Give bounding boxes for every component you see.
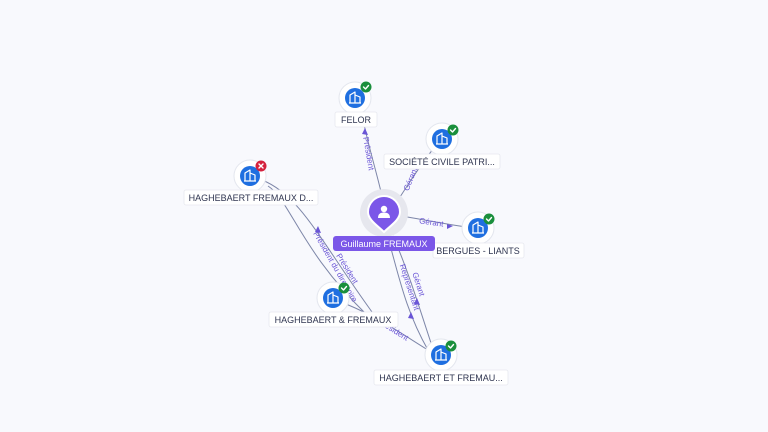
building-icon: [435, 348, 447, 361]
building-icon: [472, 221, 484, 234]
edge-person-bergues: [401, 215, 467, 228]
status-active-icon: [338, 282, 350, 294]
company-label-bergues: BERGUES - LIANTS: [436, 246, 520, 256]
status-active-icon: [445, 340, 457, 352]
building-icon: [436, 132, 448, 145]
status-closed-icon: [255, 160, 267, 172]
edge-arrow-hfd-hf: [315, 226, 321, 233]
edge-hfd-hf-president: [261, 179, 373, 313]
status-active-icon: [360, 81, 372, 93]
status-active-icon: [447, 124, 459, 136]
company-label-hf: HAGHEBAERT & FREMAUX: [275, 315, 392, 325]
company-node-felor[interactable]: FELOR: [334, 81, 378, 128]
company-label-scp: SOCIÉTÉ CIVILE PATRI...: [389, 157, 495, 167]
company-label-hetf: HAGHEBAERT ET FREMAU...: [379, 373, 503, 383]
company-node-hetf[interactable]: HAGHEBAERT ET FREMAU...: [373, 338, 509, 386]
building-icon: [244, 169, 256, 182]
edge-arrow-hetf-gerant: [414, 298, 420, 305]
edge-arrow-hetf-rep: [408, 312, 414, 319]
edge-label-felor: Président: [361, 136, 376, 172]
person-icon: [378, 205, 390, 218]
edge-arrow-bergues: [447, 224, 453, 229]
company-node-scp[interactable]: SOCIÉTÉ CIVILE PATRI...: [383, 122, 501, 170]
status-active-icon: [483, 213, 495, 225]
company-label-hfd: HAGHEBAERT FREMAUX D...: [189, 193, 314, 203]
edge-label-bergues: Gérant: [419, 216, 445, 228]
company-label-felor: FELOR: [341, 115, 372, 125]
edge-arrow-felor: [362, 128, 368, 135]
person-name: Guillaume FREMAUX: [340, 239, 427, 249]
company-node-hf[interactable]: HAGHEBAERT & FREMAUX: [268, 281, 399, 328]
company-node-hfd[interactable]: HAGHEBAERT FREMAUX D...: [183, 159, 319, 206]
person-node[interactable]: Guillaume FREMAUX: [333, 189, 435, 251]
building-icon: [349, 91, 361, 104]
building-icon: [327, 291, 339, 304]
company-node-bergues[interactable]: BERGUES - LIANTS: [432, 211, 525, 259]
person-label-box: [333, 236, 435, 251]
